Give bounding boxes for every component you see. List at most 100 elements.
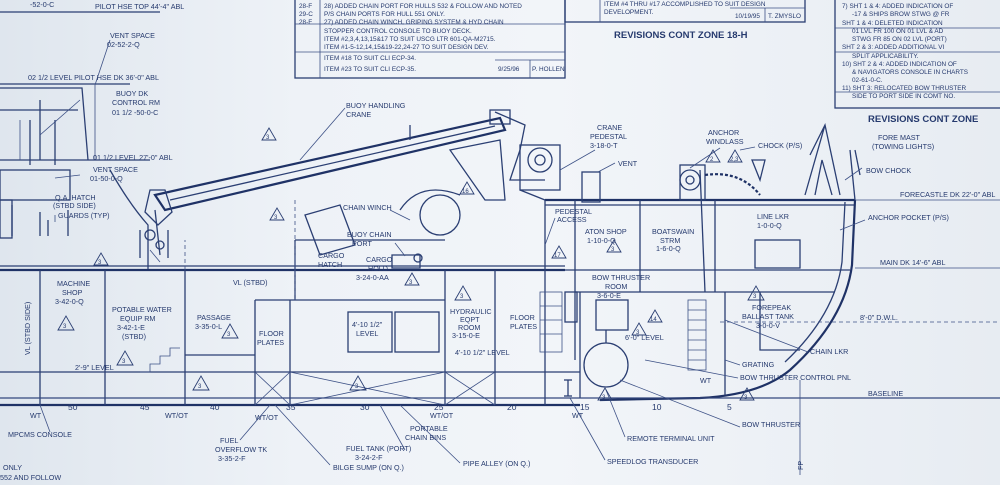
rev-line-1: 28) ADDED CHAIN PORT FOR HULLS 532 & FOL… (324, 3, 522, 10)
rev-right-4: 01 LVL FR 100 ON 01 LVL & AD (852, 28, 944, 35)
label-fp: FP (796, 461, 805, 470)
label-speedlog: SPEEDLOG TRANSDUCER (607, 457, 698, 466)
rev-triangle: 3 (404, 272, 420, 286)
label-fore-mast: FORE MAST (878, 133, 921, 142)
label-only: ONLY (3, 463, 22, 472)
rev-right-7: SPLIT APPLICABILITY. (852, 53, 919, 60)
label-cargo-hold-code: 3-24-0-AA (356, 273, 389, 282)
rev-triangle: 3 (192, 375, 210, 391)
label-wt-2: WT (572, 411, 584, 420)
label-pedestal-access: PEDESTAL (555, 207, 592, 216)
rev-triangle: 3 (116, 350, 134, 366)
label-crane-pedestal-2: PEDESTAL (590, 132, 627, 141)
label-machine-shop-2: SHOP (62, 288, 83, 297)
label-forepeak-code: 3-0-0-V (756, 321, 780, 330)
label-boatswain-code: 1-6-0-Q (656, 244, 681, 253)
label-level-4-10-b: LEVEL (356, 329, 378, 338)
label-machine-shop: MACHINE (57, 279, 90, 288)
label-dwl: 8'-0" D.W.L. (860, 313, 898, 322)
label-bow-thruster-code: 3-6-0-E (597, 291, 621, 300)
rev-right-6: SHT 2 & 3: ADDED ADDITIONAL VI (842, 44, 945, 51)
rev-triangle: 3 (597, 387, 613, 401)
rev-triangle: 3 (631, 322, 647, 336)
svg-text:3: 3 (744, 395, 748, 401)
label-forepeak-2: BALLAST TANK (742, 312, 794, 321)
rev-line-2: P/S CHAIN PORTS FOR HULL 551 ONLY. (324, 11, 445, 18)
label-pipe-alley: PIPE ALLEY (ON Q.) (463, 459, 530, 468)
rev-right-10: 02-61-0-C. (852, 77, 883, 84)
label-baseline: BASELINE (868, 389, 903, 398)
frame-number: 5 (727, 402, 732, 412)
label-vent-space-02-code: 02-52-2-Q (107, 40, 140, 49)
rev-date-middle: 10/19/95 (735, 13, 760, 20)
svg-text:17: 17 (554, 253, 561, 259)
rev-triangle: 17 (551, 245, 567, 259)
rev-tag-1: 28-F (299, 3, 312, 10)
svg-text:14: 14 (650, 317, 657, 323)
svg-text:2,3: 2,3 (730, 157, 739, 163)
rev-tag-3: 28-F (299, 19, 312, 26)
label-hyd-room-3: ROOM (458, 323, 480, 332)
rev-title-right: REVISIONS CONT ZONE (868, 114, 978, 125)
label-cargo-hold-2: HOLD (368, 264, 388, 273)
label-floor-plates-1b: PLATES (257, 338, 284, 347)
label-passage-code: 3-35-0-L (195, 322, 222, 331)
label-main-dk: MAIN DK 14'-6" ABL (880, 258, 945, 267)
rev-right-5: STWG FR 85 ON 02 LVL (PORT) (852, 36, 947, 43)
frame-number: 40 (210, 402, 220, 412)
svg-text:3: 3 (274, 215, 278, 221)
label-vl-stbd: VL (STBD) (233, 278, 267, 287)
label-potable-2: EQUIP RM (120, 314, 155, 323)
rev-initials-middle: T. ZMYSLO (768, 13, 801, 20)
svg-text:3: 3 (409, 280, 413, 286)
frame-number: 35 (286, 402, 296, 412)
label-chain-lkr: CHAIN LKR (810, 347, 848, 356)
svg-text:3: 3 (611, 247, 615, 253)
label-line-lkr-code: 1-0-0-Q (757, 221, 782, 230)
rev-date-left: 9/25/96 (498, 66, 520, 73)
rev-triangle: 3 (93, 252, 109, 266)
svg-text:3: 3 (266, 135, 270, 141)
label-qa-hatch: Q.A. HATCH (55, 193, 96, 202)
label-hyd-room-2: EQPT (460, 315, 480, 324)
label-bow-chock: BOW CHOCK (866, 166, 911, 175)
label-buoy-chain-port-2: PORT (352, 239, 372, 248)
label-guards: GUARDS (TYP) (58, 211, 110, 220)
svg-text:3: 3 (753, 294, 757, 300)
label-forecastle: FORECASTLE DK 22'-0" ABL (900, 190, 995, 199)
label-top-code: -52-0-C (30, 0, 54, 9)
label-potable-code: 3-42-1-E (117, 323, 145, 332)
svg-text:3: 3 (355, 384, 359, 390)
label-level-4-10-2: 4'-10 1/2" LEVEL (455, 348, 510, 357)
rev-triangle: 3 (261, 127, 277, 141)
label-forepeak: FOREPEAK (752, 303, 791, 312)
label-anchor-pocket: ANCHOR POCKET (P/S) (868, 213, 949, 222)
label-vent-space-01-code: 01-50-0-Q (90, 174, 123, 183)
rev-middle-line-1: ITEM #4 THRU #17 ACCOMPLISHED TO SUIT DE… (604, 1, 766, 8)
rev-line-4: STOPPER CONTROL CONSOLE TO BUOY DECK. (324, 28, 472, 35)
svg-text:3: 3 (227, 332, 231, 338)
rev-right-1: 7) SHT 1 & 4: ADDED INDICATION OF (842, 3, 953, 10)
leader-lines (39, 39, 866, 466)
label-bow-thruster-room-2: ROOM (605, 282, 627, 291)
label-aton-shop-code: 1-10-0-Q (587, 236, 616, 245)
label-bow-thruster-room: BOW THRUSTER (592, 273, 650, 282)
svg-text:3: 3 (602, 395, 606, 401)
revision-block-left: 28-F 29-C 28-F 28) ADDED CHAIN PORT FOR … (294, 0, 566, 79)
rev-triangle: 2 (705, 149, 721, 163)
label-machine-shop-code: 3-42-0-Q (55, 297, 84, 306)
svg-text:3: 3 (636, 330, 640, 336)
label-wt-ot-1: WT/OT (165, 411, 189, 420)
label-potable-3: (STBD) (122, 332, 146, 341)
rev-middle-line-2: DEVELOPMENT. (604, 9, 654, 16)
label-passage: PASSAGE (197, 313, 231, 322)
label-crane-pedestal: CRANE (597, 123, 622, 132)
label-follow: 552 AND FOLLOW (0, 473, 61, 482)
svg-text:2: 2 (710, 157, 714, 163)
label-wt-3: WT (700, 376, 712, 385)
label-level-6-0: 6'-0" LEVEL (625, 333, 664, 342)
revision-block-right: 7) SHT 1 & 4: ADDED INDICATION OF -17 & … (834, 0, 1000, 125)
label-fuel-tank-code: 3-24-2-F (355, 453, 383, 462)
